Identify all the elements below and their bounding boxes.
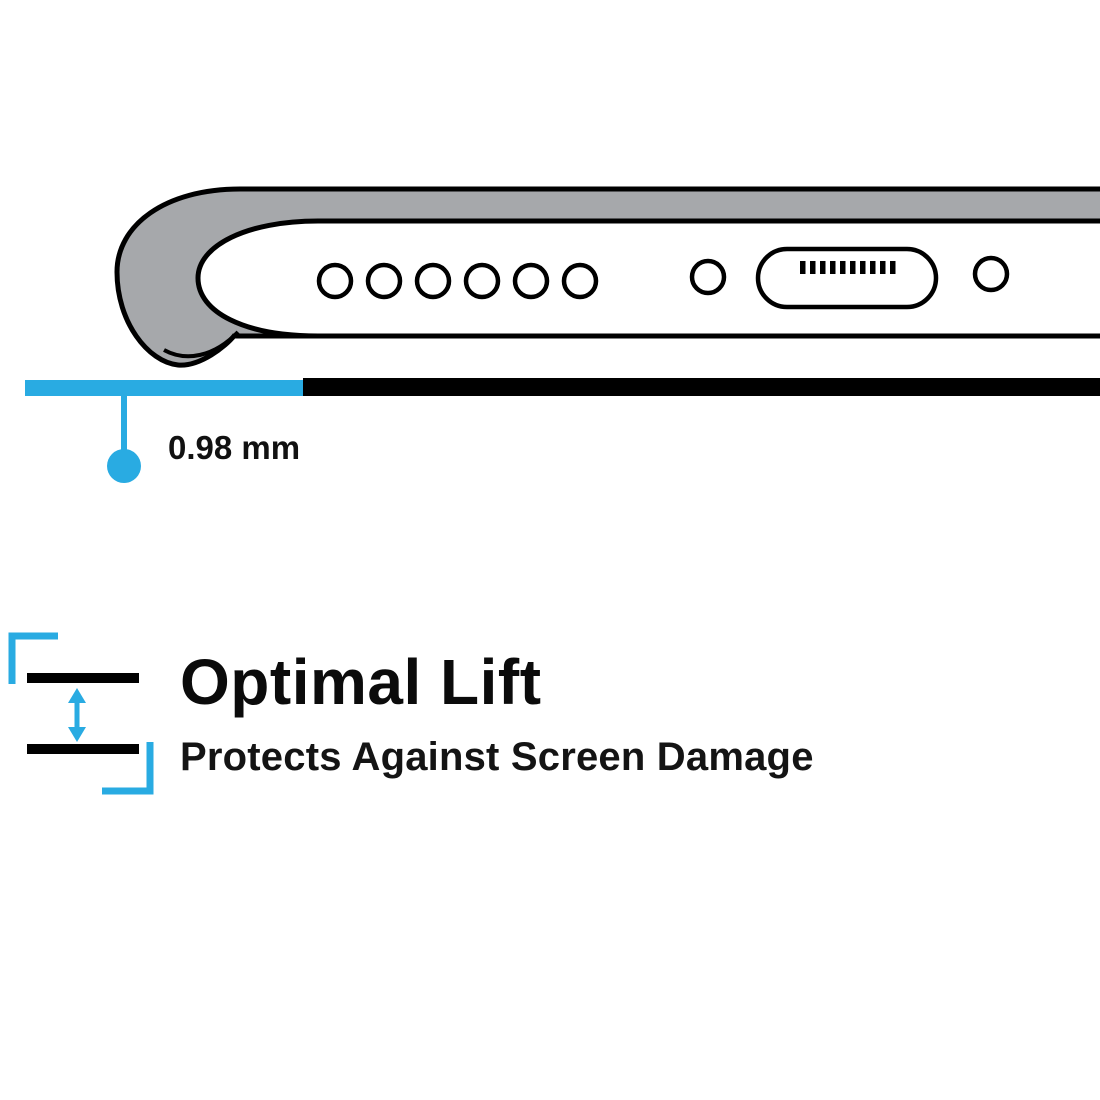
- lift-gap-measurement: 0.98 mm: [25, 378, 1100, 483]
- gap-bar-dark: [303, 378, 1100, 396]
- feature-title: Optimal Lift: [180, 646, 542, 718]
- speaker-hole: [463, 262, 501, 300]
- bracket-top-left-icon: [8, 632, 58, 684]
- vertical-arrow-icon: [68, 688, 86, 742]
- phone-illustration: [114, 186, 1100, 368]
- charging-port: [755, 246, 939, 310]
- gap-line-top: [27, 673, 139, 683]
- speaker-hole: [561, 262, 599, 300]
- speaker-hole: [414, 262, 452, 300]
- speaker-holes: [316, 262, 599, 300]
- speaker-hole: [316, 262, 354, 300]
- mic-hole-right: [972, 255, 1010, 293]
- gap-line-bottom: [27, 744, 139, 754]
- speaker-hole: [365, 262, 403, 300]
- measure-dot: [107, 449, 141, 483]
- gap-bar-accent: [25, 380, 303, 396]
- feature-subtitle: Protects Against Screen Damage: [180, 735, 814, 779]
- mic-hole-left: [689, 258, 727, 296]
- charging-port-pins: [800, 261, 896, 274]
- bumper-lip-curl-line: [163, 330, 240, 359]
- measure-label: 0.98 mm: [168, 429, 300, 466]
- bracket-bottom-right-icon: [102, 742, 154, 795]
- charging-port-outline: [755, 246, 939, 310]
- lift-icon: [8, 632, 154, 795]
- measure-drop-line: [121, 396, 127, 452]
- speaker-hole: [512, 262, 550, 300]
